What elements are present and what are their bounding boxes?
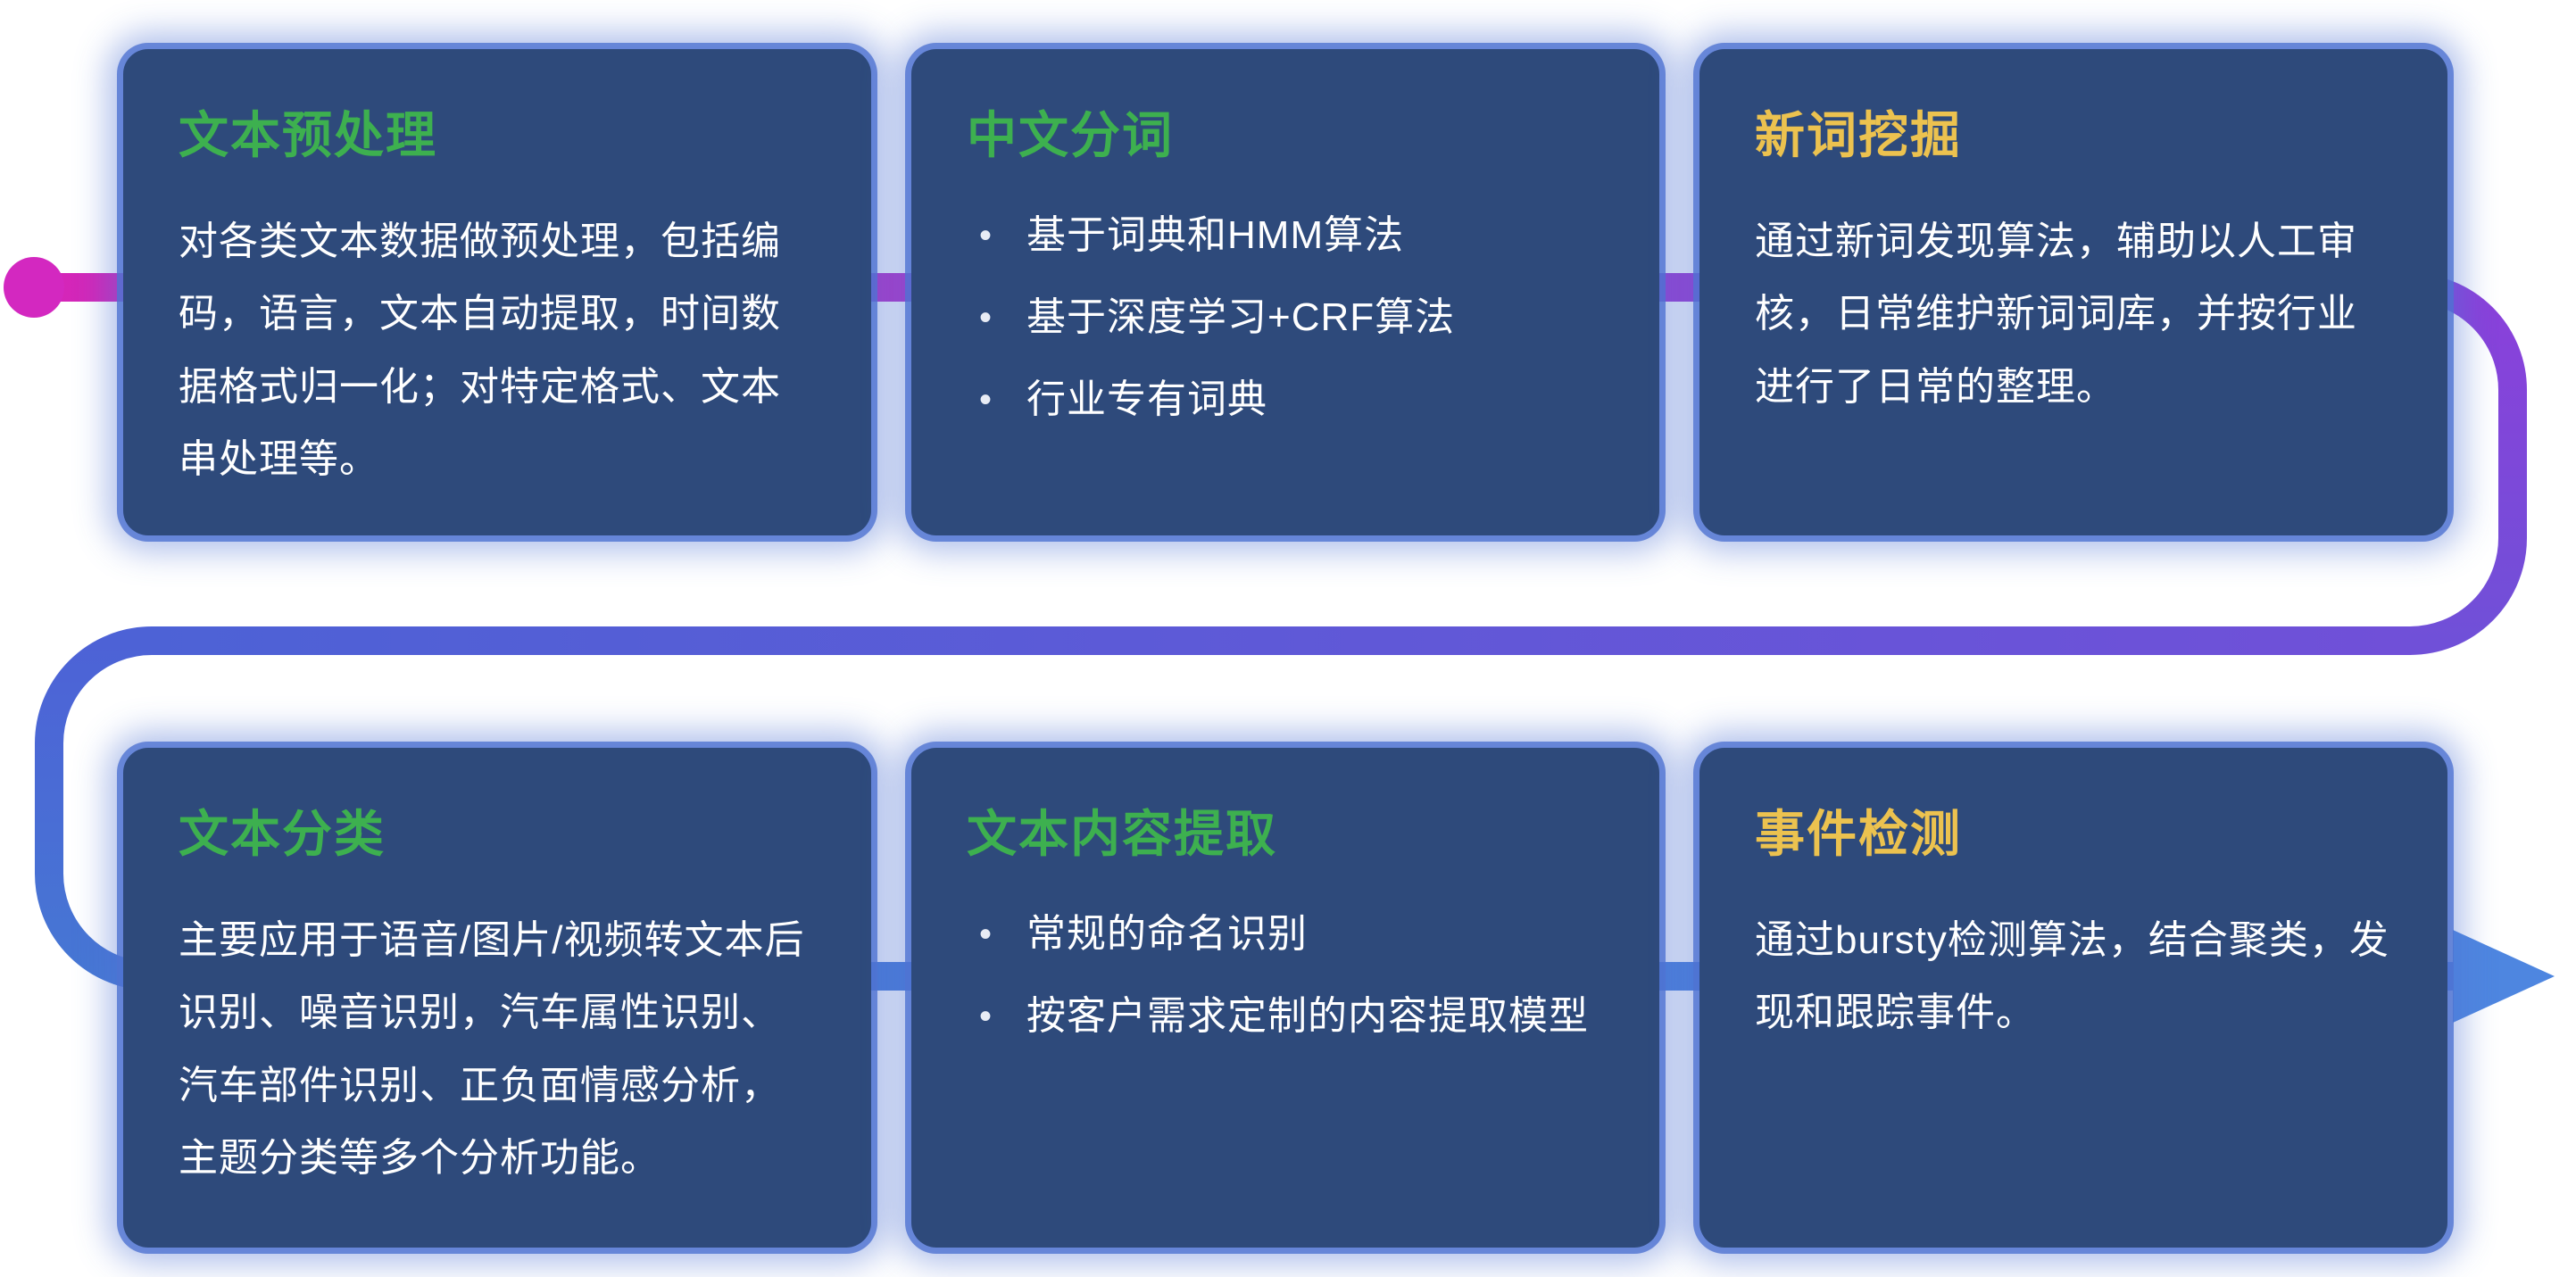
bullet-item: • 按客户需求定制的内容提取模型 — [967, 986, 1604, 1047]
card-event-detection: 事件检测 通过bursty检测算法，结合聚类，发现和跟踪事件。 — [1699, 748, 2447, 1248]
card-title: 新词挖掘 — [1755, 107, 1962, 163]
card-body: 主要应用于语音/图片/视频转文本后识别、噪音识别，汽车属性识别、汽车部件识别、正… — [179, 918, 805, 1181]
arrow-right-icon — [2453, 930, 2555, 1023]
bullet-icon: • — [979, 997, 993, 1037]
bullet-text: 基于深度学习+CRF算法 — [1026, 295, 1456, 340]
card-title: 文本预处理 — [179, 107, 437, 163]
start-dot-icon — [4, 257, 64, 318]
bullet-icon: • — [979, 380, 993, 420]
card-body: 通过新词发现算法，辅助以人工审核，日常维护新词词库，并按行业进行了日常的整理。 — [1755, 220, 2357, 409]
card-text-classification: 文本分类 主要应用于语音/图片/视频转文本后识别、噪音识别，汽车属性识别、汽车部… — [123, 748, 871, 1248]
bullet-text: 行业专有词典 — [1026, 377, 1268, 422]
card-text-preprocessing: 文本预处理 对各类文本数据做预处理，包括编码，语言，文本自动提取，时间数据格式归… — [123, 49, 871, 535]
bullet-text: 按客户需求定制的内容提取模型 — [1026, 994, 1590, 1039]
card-title: 事件检测 — [1755, 806, 1962, 862]
card-body: 对各类文本数据做预处理，包括编码，语言，文本自动提取，时间数据格式归一化；对特定… — [179, 220, 781, 482]
card-title: 文本内容提取 — [967, 806, 1277, 862]
card-chinese-segmentation: 中文分词 • 基于词典和HMM算法 • 基于深度学习+CRF算法 • 行业专有词… — [911, 49, 1659, 535]
bullet-item: • 基于深度学习+CRF算法 — [967, 287, 1604, 348]
card-content-extraction: 文本内容提取 • 常规的命名识别 • 按客户需求定制的内容提取模型 — [911, 748, 1659, 1248]
card-body: 通过bursty检测算法，结合聚类，发现和跟踪事件。 — [1755, 918, 2389, 1035]
bullet-text: 基于词典和HMM算法 — [1026, 213, 1405, 257]
card-bullet-list: • 常规的命名识别 • 按客户需求定制的内容提取模型 — [967, 904, 1604, 1047]
card-new-word-mining: 新词挖掘 通过新词发现算法，辅助以人工审核，日常维护新词词库，并按行业进行了日常… — [1699, 49, 2447, 535]
flow-uturn-left — [35, 626, 153, 991]
card-bullet-list: • 基于词典和HMM算法 • 基于深度学习+CRF算法 • 行业专有词典 — [967, 205, 1604, 431]
bullet-icon: • — [979, 915, 993, 954]
card-title: 中文分词 — [967, 107, 1174, 163]
bullet-item: • 行业专有词典 — [967, 369, 1604, 430]
card-title: 文本分类 — [179, 806, 386, 862]
bullet-item: • 常规的命名识别 — [967, 904, 1604, 965]
bullet-icon: • — [979, 216, 993, 255]
bullet-item: • 基于词典和HMM算法 — [967, 205, 1604, 266]
bullet-icon: • — [979, 298, 993, 338]
flow-uturn-right — [2409, 273, 2527, 655]
bullet-text: 常规的命名识别 — [1026, 912, 1309, 956]
